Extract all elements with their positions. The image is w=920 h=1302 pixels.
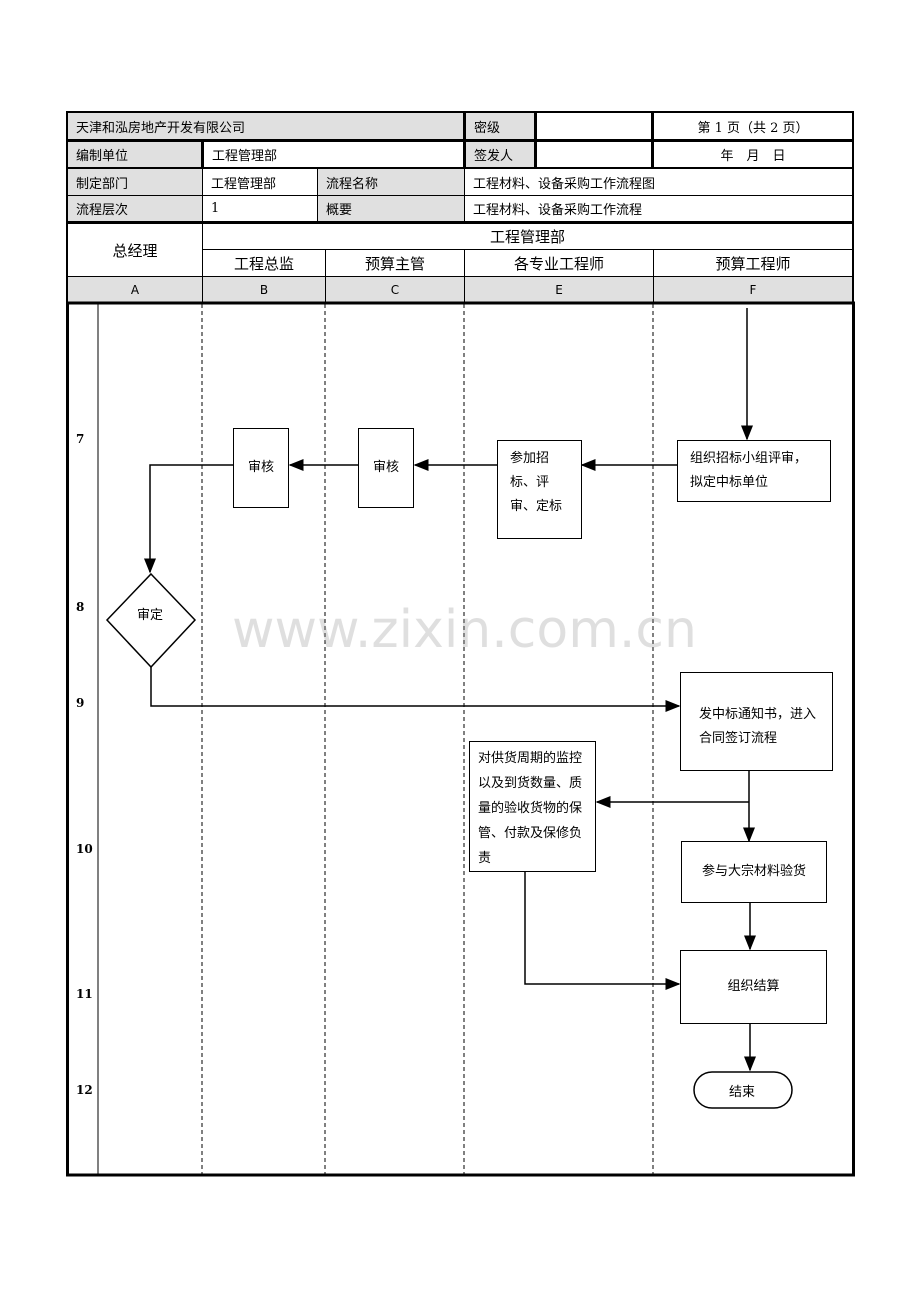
summary-label: 概要: [317, 195, 465, 222]
node-e-monitor: 对供货周期的监控以及到货数量、质量的验收货物的保管、付款及保修负责: [469, 741, 596, 872]
row-number: 11: [76, 987, 93, 1001]
node-e-bid: 参加招标、评审、定标: [497, 440, 582, 539]
node-f-inspect: 参与大宗材料验货: [681, 841, 827, 903]
watermark: www.zixin.com.cn: [232, 600, 697, 660]
code-b: B: [202, 276, 326, 304]
company-name: 天津和泓房地产开发有限公司: [66, 111, 465, 141]
row-number: 7: [76, 432, 85, 446]
row-number: 8: [76, 600, 85, 614]
node-a-decide: 审定: [137, 608, 164, 623]
row-number: 9: [76, 696, 85, 710]
node-end: 结束: [729, 1085, 756, 1100]
node-f-notice: 发中标通知书，进入合同签订流程: [680, 672, 833, 771]
node-f-review: 组织招标小组评审，拟定中标单位: [677, 440, 831, 502]
node-f-settle: 组织结算: [680, 950, 827, 1024]
flow-name-label: 流程名称: [317, 168, 465, 196]
level-label: 流程层次: [66, 195, 203, 222]
node-c-audit: 审核: [358, 428, 414, 508]
row-number: 12: [76, 1083, 93, 1097]
dept-label: 制定部门: [66, 168, 203, 196]
node-b-audit: 审核: [233, 428, 289, 508]
row-number: 10: [76, 842, 93, 856]
